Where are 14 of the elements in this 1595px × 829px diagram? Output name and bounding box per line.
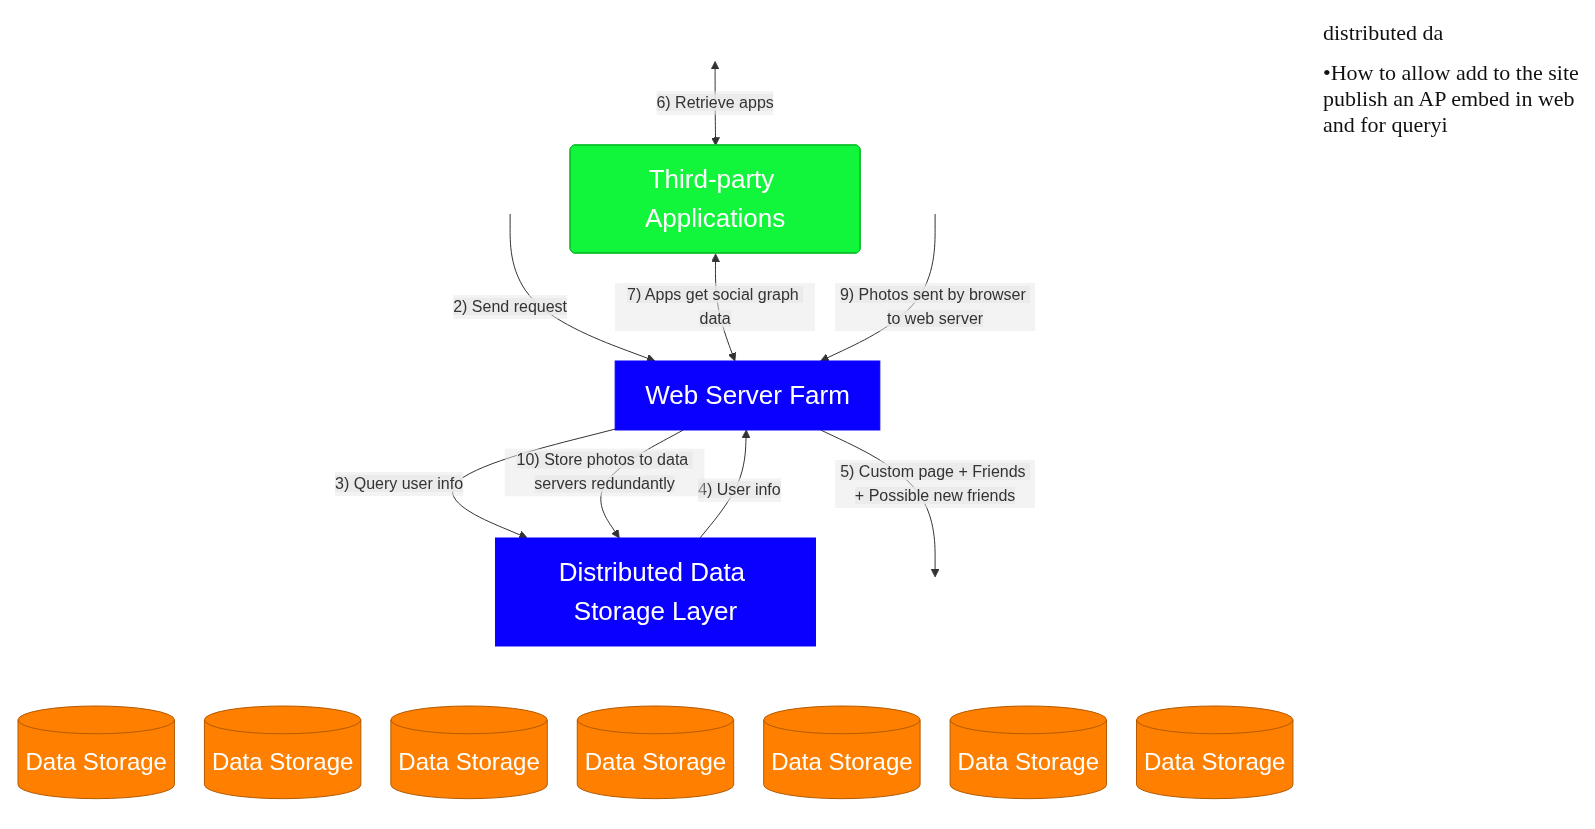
arrow xyxy=(509,213,656,362)
edge-label: 6) Retrieve apps xyxy=(656,93,774,111)
edge-label: 7) Apps get social graph data xyxy=(627,285,799,327)
edge-label: 3) Query user info xyxy=(335,474,464,492)
edge-label: 10) Store photos to data servers redundantly xyxy=(516,451,689,493)
arrow xyxy=(452,428,616,539)
edge-label: 4) User info xyxy=(698,480,781,498)
note-text: distributed da xyxy=(1323,20,1445,46)
node-box: Web Server Farm xyxy=(614,360,881,431)
note-text: •How to allow add to the site publish an AP embed in web and for queryi xyxy=(1323,60,1580,138)
edge-label: 5) Custom page + Friends + Possible new friends xyxy=(840,462,1026,504)
node-box: Distributed Data Storage Layer xyxy=(495,537,816,647)
edge-label: 9) Photos sent by browser to web server xyxy=(839,285,1026,327)
edge-label: 2) Send request xyxy=(453,297,568,315)
